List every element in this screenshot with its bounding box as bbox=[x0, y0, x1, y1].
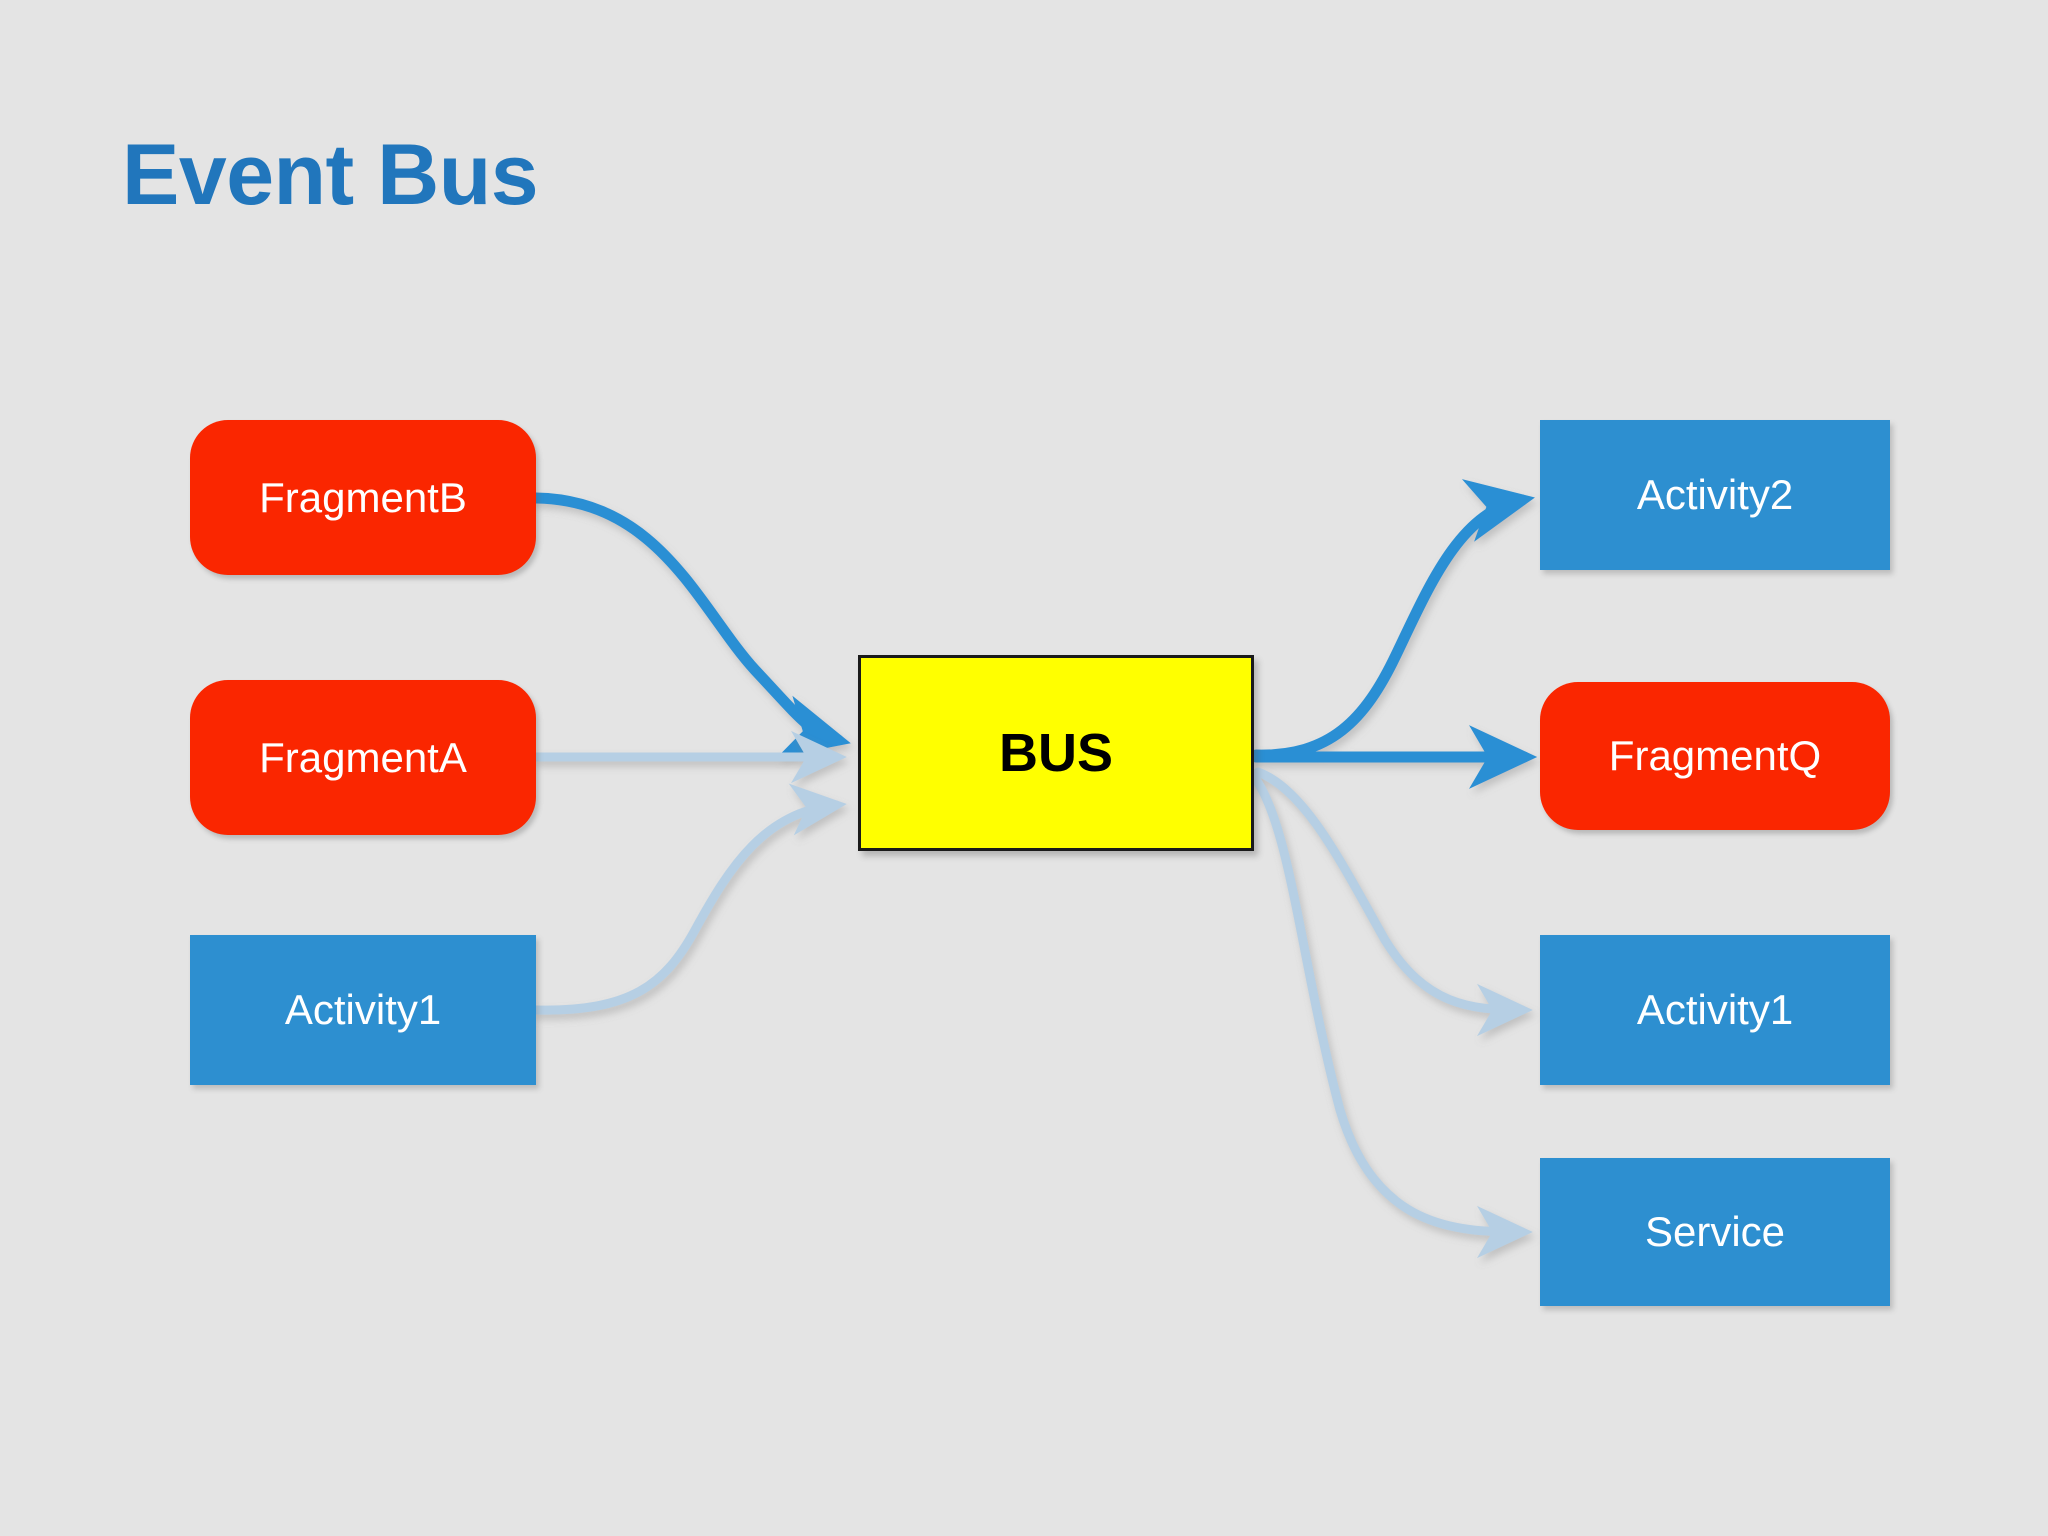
node-activity1-right-label: Activity1 bbox=[1636, 986, 1794, 1033]
node-fragmentq-label: FragmentQ bbox=[1608, 732, 1822, 779]
node-bus[interactable]: BUS bbox=[858, 655, 1254, 851]
arrow-bus-to-activity2 bbox=[1250, 479, 1535, 761]
node-service-label: Service bbox=[1644, 1208, 1786, 1255]
node-activity1-right[interactable]: Activity1 bbox=[1540, 935, 1890, 1085]
node-bus-label: BUS bbox=[998, 723, 1113, 783]
node-activity2[interactable]: Activity2 bbox=[1540, 420, 1890, 570]
node-fragmenta[interactable]: FragmentA bbox=[190, 680, 536, 835]
node-activity1-left[interactable]: Activity1 bbox=[190, 935, 536, 1085]
node-fragmentq[interactable]: FragmentQ bbox=[1540, 682, 1890, 830]
node-fragmentb-label: FragmentB bbox=[259, 473, 467, 521]
node-fragmenta-label: FragmentA bbox=[259, 733, 467, 781]
node-activity2-label: Activity2 bbox=[1636, 471, 1794, 518]
arrow-bus-to-service bbox=[1245, 767, 1533, 1259]
arrow-fragmentb-to-bus bbox=[530, 492, 851, 758]
arrow-activity1-to-bus bbox=[531, 783, 847, 1015]
node-activity1-left-label: Activity1 bbox=[284, 986, 442, 1033]
node-fragmentb[interactable]: FragmentB bbox=[190, 420, 536, 575]
arrow-bus-to-activity1 bbox=[1253, 767, 1533, 1037]
page-title: Event Bus bbox=[122, 127, 539, 223]
node-service[interactable]: Service bbox=[1540, 1158, 1890, 1306]
